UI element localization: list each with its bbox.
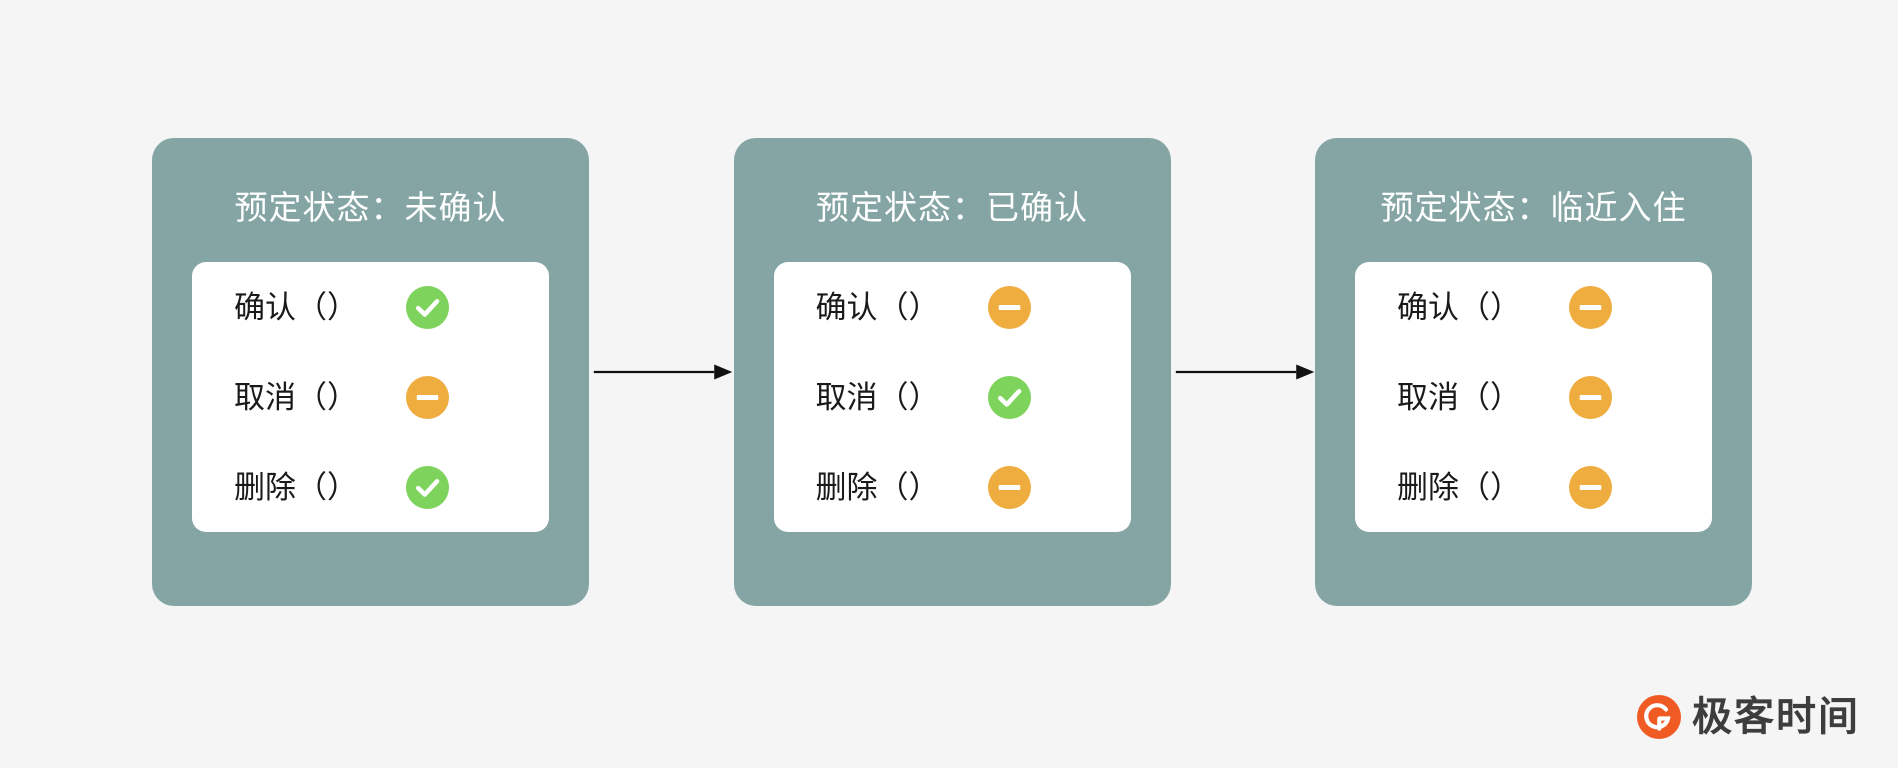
operation-label: 删除（） bbox=[815, 469, 940, 505]
minus-circle-icon bbox=[1569, 285, 1612, 329]
operation-label: 确认（） bbox=[1397, 289, 1521, 325]
arrow-right-icon bbox=[589, 352, 734, 392]
geekbang-logo-icon bbox=[1636, 694, 1682, 740]
operation-row: 确认（） bbox=[234, 262, 549, 352]
operation-row: 取消（） bbox=[1397, 352, 1712, 442]
watermark-text: 极客时间 bbox=[1692, 695, 1860, 739]
operation-row: 删除（） bbox=[1397, 442, 1712, 532]
operation-row: 确认（） bbox=[816, 262, 1131, 352]
operations-card: 确认（） 取消（） 删除（） bbox=[1355, 262, 1712, 532]
check-circle-icon bbox=[406, 465, 449, 509]
panel-title: 预定状态：未确认 bbox=[234, 189, 507, 226]
panel-title: 预定状态：临近入住 bbox=[1380, 189, 1687, 226]
minus-circle-icon bbox=[1569, 375, 1612, 419]
state-panel: 预定状态：已确认确认（） 取消（） 删除（） bbox=[733, 138, 1171, 606]
operation-label: 取消（） bbox=[815, 379, 940, 415]
minus-circle-icon bbox=[406, 375, 449, 419]
watermark: 极客时间 bbox=[1636, 694, 1860, 740]
operation-label: 删除（） bbox=[234, 469, 358, 505]
operations-card: 确认（） 取消（） 删除（） bbox=[192, 262, 549, 532]
state-panel: 预定状态：未确认确认（） 取消（） 删除（） bbox=[152, 138, 589, 606]
operation-label: 取消（） bbox=[1397, 379, 1521, 415]
operation-row: 确认（） bbox=[1397, 262, 1712, 352]
operations-card: 确认（） 取消（） 删除（） bbox=[773, 262, 1131, 532]
operation-row: 删除（） bbox=[234, 442, 549, 532]
operation-label: 删除（） bbox=[1397, 469, 1521, 505]
state-panel: 预定状态：临近入住确认（） 取消（） 删除（） bbox=[1315, 138, 1752, 606]
minus-circle-icon bbox=[1569, 465, 1612, 509]
operation-label: 取消（） bbox=[234, 379, 358, 415]
minus-circle-icon bbox=[987, 285, 1031, 329]
arrow-right-icon bbox=[1171, 352, 1316, 392]
operation-row: 取消（） bbox=[234, 352, 549, 442]
operation-row: 删除（） bbox=[816, 442, 1131, 532]
operation-label: 确认（） bbox=[234, 289, 358, 325]
check-circle-icon bbox=[987, 375, 1031, 419]
operation-label: 确认（） bbox=[815, 289, 940, 325]
operation-row: 取消（） bbox=[816, 352, 1131, 442]
minus-circle-icon bbox=[987, 465, 1031, 509]
state-flow: 预定状态：未确认确认（）取消（）删除（）预定状态：已确认确认（）取消（）删除（）… bbox=[152, 138, 1752, 606]
panel-title: 预定状态：已确认 bbox=[816, 189, 1088, 226]
check-circle-icon bbox=[406, 285, 449, 329]
